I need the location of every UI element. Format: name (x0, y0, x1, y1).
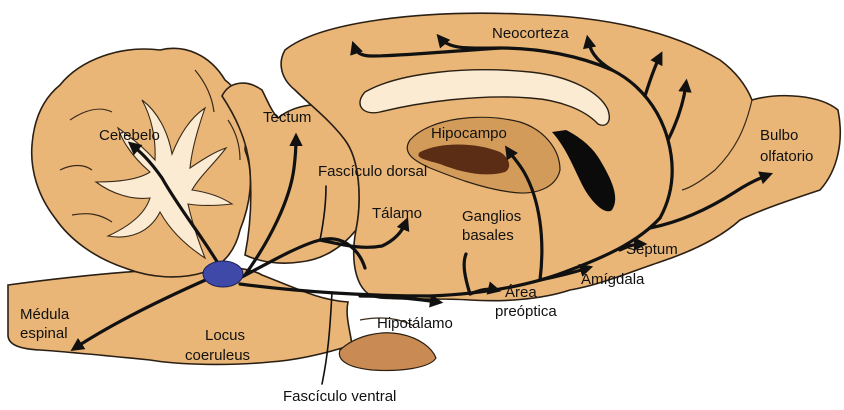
locus-coeruleus-nucleus (203, 261, 243, 287)
label-dorsal-bundle: Fascículo dorsal (318, 163, 427, 180)
label-tectum: Tectum (263, 109, 311, 126)
pituitary-region (339, 333, 436, 371)
label-amygdala: Amígdala (581, 271, 645, 288)
label-preoptic-2: preóptica (495, 303, 557, 320)
label-hippocampus: Hipocampo (431, 125, 507, 142)
label-thalamus: Tálamo (372, 205, 422, 222)
label-hypothalamus: Hipotálamo (377, 315, 453, 332)
label-locus-2: coeruleus (185, 347, 250, 364)
label-preoptic-1: Área (505, 284, 537, 301)
label-spinal-cord-1: Médula (20, 306, 70, 323)
label-neocortex: Neocorteza (492, 25, 569, 42)
label-basal-ganglia-2: basales (462, 227, 514, 244)
label-locus-1: Locus (205, 327, 245, 344)
label-spinal-cord-2: espinal (20, 325, 68, 342)
label-olfactory-bulb-1: Bulbo (760, 127, 798, 144)
label-cerebellum: Cerebelo (99, 127, 160, 144)
label-olfactory-bulb-2: olfatorio (760, 148, 813, 165)
label-basal-ganglia-1: Ganglios (462, 208, 521, 225)
label-ventral-bundle: Fascículo ventral (283, 388, 396, 405)
label-septum: Septum (626, 241, 678, 258)
